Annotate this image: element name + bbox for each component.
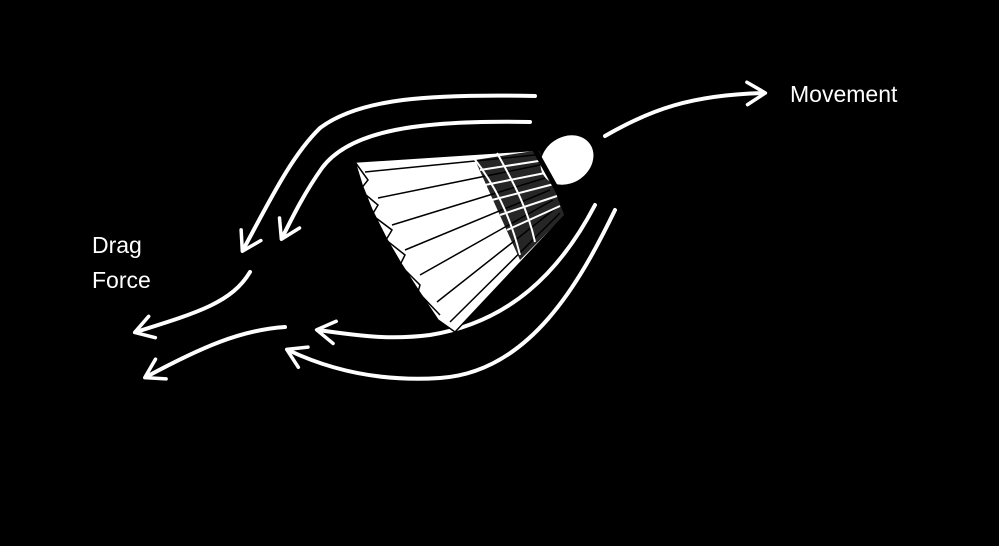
movement-arrow xyxy=(603,80,768,138)
airflow-bottom-outer-arrow xyxy=(284,208,617,381)
drag-arrow-upper xyxy=(132,270,252,340)
airflow-top-outer-arrow xyxy=(239,93,537,253)
drag-arrow-lower xyxy=(143,325,287,381)
drag-label-line2: Force xyxy=(92,267,151,293)
movement-label: Movement xyxy=(790,81,898,107)
drag-label-line1: Drag xyxy=(92,232,142,258)
shuttlecock-icon xyxy=(354,135,594,333)
airflow-top-inner-arrow xyxy=(277,119,532,242)
